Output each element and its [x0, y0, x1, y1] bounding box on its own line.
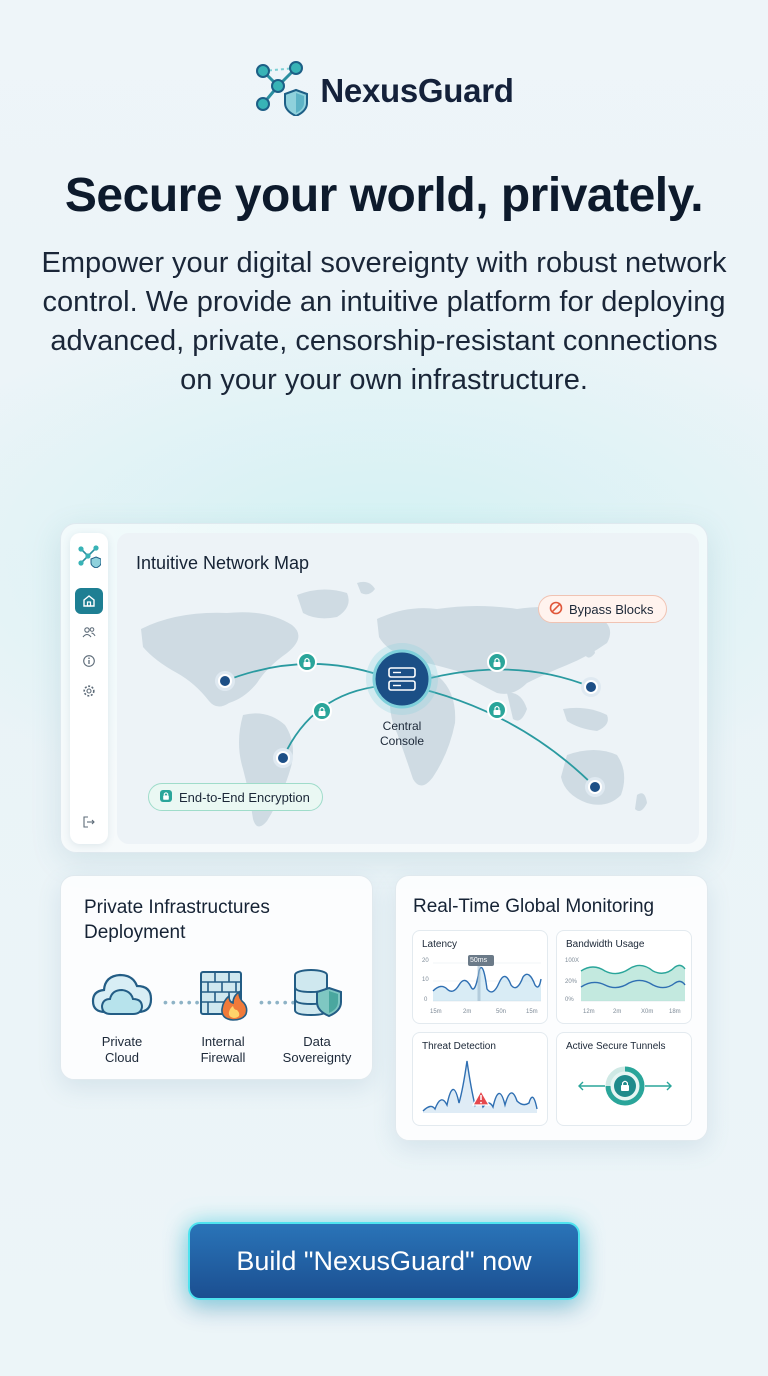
latency-title: Latency: [422, 939, 458, 950]
latency-tooltip: 50ms: [470, 957, 488, 964]
monitoring-card-title: Real-Time Global Monitoring: [413, 896, 655, 917]
infra-item-internal-firewall: Internal Firewall: [178, 966, 268, 1065]
infra-card-title: Private Infrastructures Deployment: [84, 897, 270, 943]
central-console-icon: [366, 643, 438, 715]
brand: NexusGuard: [0, 60, 768, 121]
endpoint-node-icon: [215, 671, 605, 797]
tunnel-gauge-icon: [578, 1066, 672, 1106]
sidebar-home-button[interactable]: [75, 588, 103, 614]
latency-line-chart: [432, 955, 542, 1002]
infra-item-private-cloud: Private Cloud: [77, 966, 167, 1065]
lock-icon: [159, 789, 173, 806]
infra-item-data-sovereignty: Data Sovereignty: [272, 966, 362, 1065]
connector-dots: •••••: [259, 994, 299, 1010]
bandwidth-title: Bandwidth Usage: [566, 939, 645, 950]
active-tunnels-widget: Active Secure Tunnels: [556, 1032, 692, 1126]
brand-name: NexusGuard: [320, 71, 514, 109]
threat-spike-chart: [422, 1060, 538, 1113]
lock-node-icon: [297, 652, 507, 721]
cloud-icon: [89, 973, 155, 1026]
threat-detection-title: Threat Detection: [422, 1041, 496, 1052]
hero-lead: Empower your digital sovereignty with ro…: [41, 247, 727, 396]
active-tunnels-title: Active Secure Tunnels: [566, 1041, 666, 1052]
block-icon: [549, 601, 563, 618]
global-monitoring-card: Real-Time Global Monitoring Latency 20 1…: [395, 875, 708, 1141]
central-console-label: Central Console: [379, 719, 425, 748]
sidebar-logo-icon: [75, 543, 103, 569]
app-sidebar: [70, 533, 108, 844]
network-map-panel: Intuitive Network Map Bypass Blocks End-…: [117, 533, 699, 844]
connector-dots: •••••: [163, 994, 203, 1010]
map-title: Intuitive Network Map: [136, 553, 310, 573]
warning-icon: [471, 1089, 491, 1106]
sidebar-users-button[interactable]: [75, 619, 103, 645]
nexusguard-logo-icon: [254, 60, 309, 121]
sidebar-info-button[interactable]: [75, 648, 103, 674]
bypass-blocks-badge: Bypass Blocks: [538, 595, 667, 623]
latency-widget: Latency 20 10 0 50ms 15m 2m 50n 15m: [412, 930, 548, 1024]
sidebar-logout-button[interactable]: [75, 809, 103, 835]
private-infrastructure-card: Private Infrastructures Deployment Priva…: [60, 875, 373, 1080]
database-shield-icon: [289, 969, 345, 1026]
hero-headline: Secure your world, privately.: [64, 169, 704, 222]
network-map-card: Intuitive Network Map Bypass Blocks End-…: [60, 523, 708, 853]
firewall-icon: [195, 971, 251, 1026]
bypass-blocks-label: Bypass Blocks: [569, 601, 654, 617]
threat-detection-widget: Threat Detection: [412, 1032, 548, 1126]
build-nexusguard-button[interactable]: Build "NexusGuard" now: [188, 1222, 580, 1300]
bandwidth-area-chart: [580, 964, 686, 1002]
e2e-encryption-label: End-to-End Encryption: [179, 789, 310, 805]
world-map: [141, 581, 647, 827]
e2e-encryption-badge: End-to-End Encryption: [148, 783, 323, 811]
bandwidth-widget: Bandwidth Usage 100X 20% 0% 12m 2m X0m 1…: [556, 930, 692, 1024]
sidebar-settings-button[interactable]: [75, 678, 103, 704]
